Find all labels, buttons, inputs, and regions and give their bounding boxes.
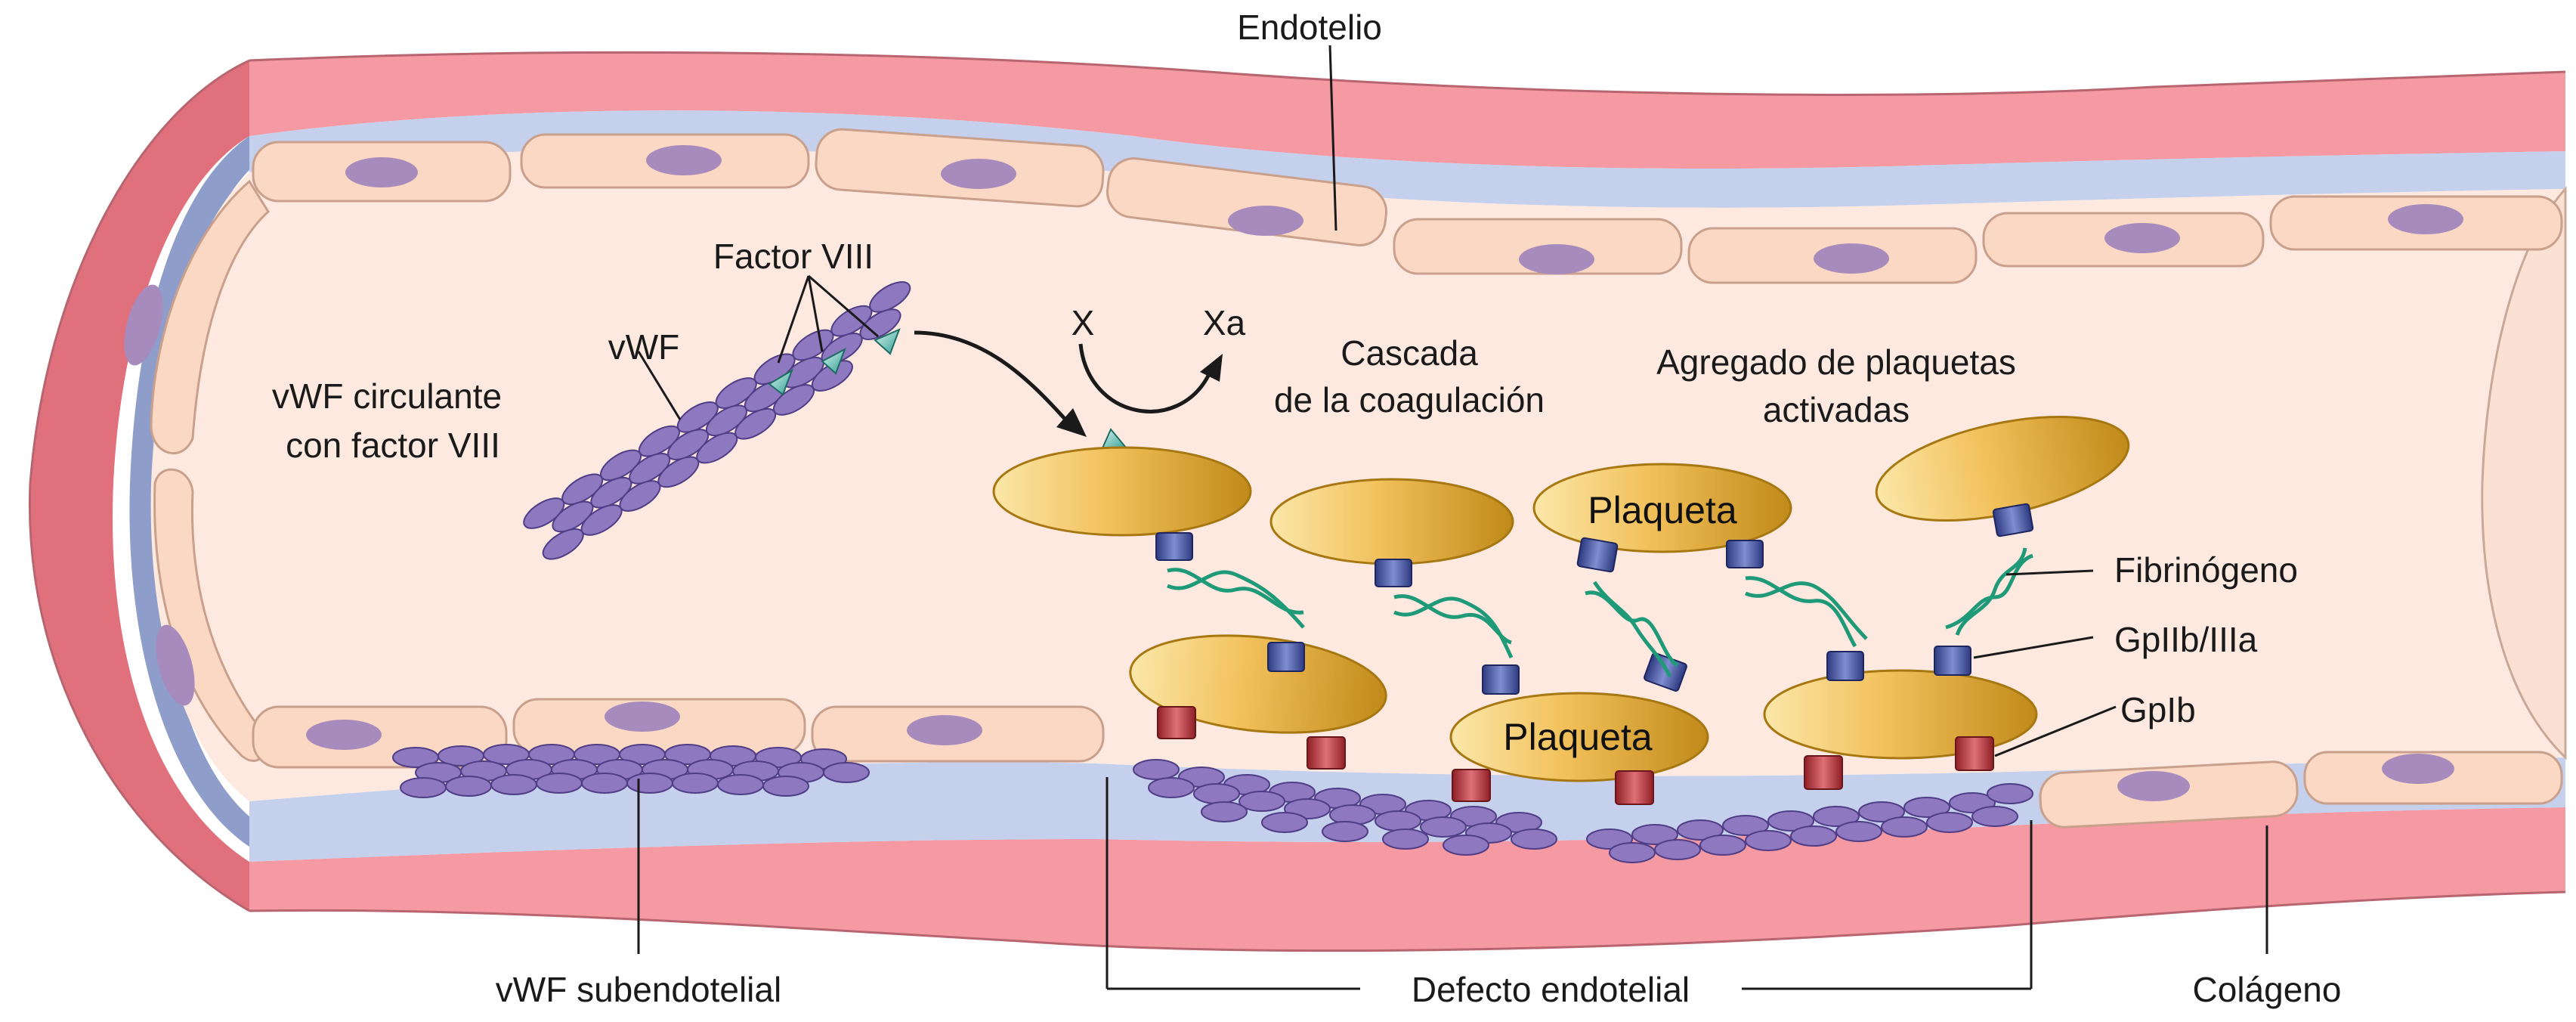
label-xa: Xa bbox=[1203, 303, 1246, 342]
subendothelial-vwf-defect-1 bbox=[1133, 759, 1557, 856]
factor-viii-markers bbox=[768, 328, 1127, 451]
fibrinogen-strands bbox=[1167, 547, 2033, 678]
nucleus bbox=[345, 157, 418, 187]
platelet bbox=[1269, 478, 1514, 565]
arrow-x-to-xa bbox=[1078, 343, 1211, 413]
endothelial-cells-left bbox=[124, 179, 270, 762]
platelet bbox=[1532, 463, 1792, 553]
lumen bbox=[150, 149, 2566, 801]
vessel-opening bbox=[2481, 186, 2567, 760]
arrows bbox=[914, 330, 1223, 437]
label-agregado-1: Agregado de plaquetas bbox=[1656, 342, 2016, 382]
gpib-receptors bbox=[1157, 706, 1994, 805]
leader-lines bbox=[637, 45, 2268, 990]
label-defecto-endotelial: Defecto endotelial bbox=[1412, 970, 1690, 1009]
label-cascada-2: de la coagulación bbox=[1274, 380, 1545, 420]
label-vwf-subendotelial: vWF subendotelial bbox=[496, 970, 781, 1009]
platelet bbox=[992, 446, 1252, 537]
label-plaqueta-top: Plaqueta bbox=[1588, 489, 1737, 531]
label-colageno: Colágeno bbox=[2193, 970, 2342, 1009]
endothelial-cells-top bbox=[252, 128, 2563, 284]
circulating-vwf bbox=[523, 281, 911, 560]
platelet bbox=[1449, 692, 1709, 782]
outer-wall-top bbox=[249, 52, 2565, 169]
subendothelial-vwf-left bbox=[392, 744, 870, 798]
label-factor-viii: Factor VIII bbox=[713, 237, 874, 276]
vessel-wall bbox=[28, 51, 2567, 952]
platelet bbox=[1763, 669, 2038, 760]
label-x: X bbox=[1072, 303, 1095, 342]
label-gpiib-iiia: GpIIb/IIIa bbox=[2114, 620, 2258, 659]
label-plaqueta-bottom: Plaqueta bbox=[1503, 716, 1653, 758]
label-vwf-circulante-1: vWF circulante bbox=[272, 376, 502, 416]
label-agregado-2: activadas bbox=[1763, 390, 1910, 429]
label-vwf: vWF bbox=[608, 327, 680, 367]
outer-wall-bottom bbox=[249, 807, 2565, 951]
labels: Endotelio Factor VIII vWF vWF circulante… bbox=[272, 8, 2342, 1009]
label-fibrinogeno: Fibrinógeno bbox=[2114, 550, 2298, 590]
wall-cross-section bbox=[29, 60, 249, 911]
subendothelial-vwf-defect-2 bbox=[1586, 783, 2033, 863]
arrow-vwf-to-platelet bbox=[914, 330, 1067, 421]
label-vwf-circulante-2: con factor VIII bbox=[286, 426, 500, 465]
label-cascada-1: Cascada bbox=[1341, 333, 1478, 373]
label-gpib: GpIb bbox=[2120, 690, 2196, 729]
platelets bbox=[992, 415, 2130, 782]
label-endotelio: Endotelio bbox=[1237, 8, 1382, 47]
